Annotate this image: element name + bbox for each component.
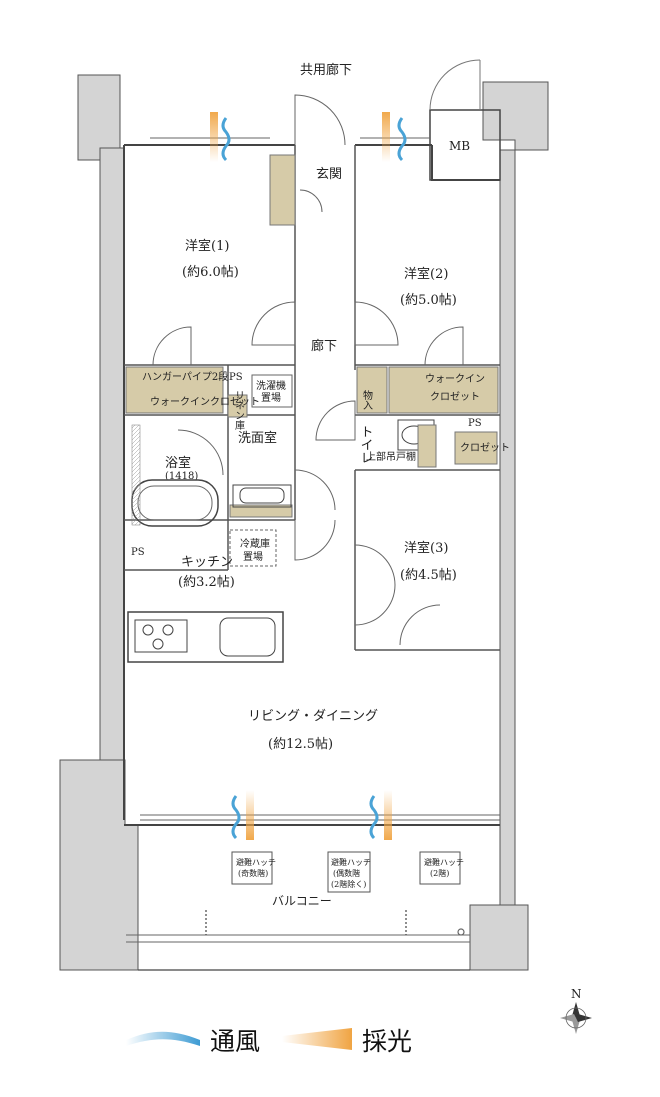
walk-in-closet-1 bbox=[125, 366, 224, 414]
airflow-markers bbox=[210, 112, 407, 840]
corridor-label: 共用廊下 bbox=[300, 62, 352, 78]
daylight-legend-icon bbox=[282, 1028, 352, 1050]
column-top-right bbox=[482, 81, 549, 151]
escape-hatches: 避難ハッチ (奇数階) 避難ハッチ (偶数階 (2階除く) 避難ハッチ (2階) bbox=[231, 851, 464, 893]
storage-label: 物入 bbox=[361, 389, 373, 410]
kitchen-name: キッチン bbox=[181, 555, 233, 570]
mb-label: MB bbox=[449, 139, 470, 153]
closets bbox=[125, 154, 499, 518]
linen-storage bbox=[227, 394, 248, 418]
hatch-3 bbox=[419, 851, 461, 885]
washer-space bbox=[251, 374, 293, 408]
washer-label-2: 置場 bbox=[261, 391, 281, 404]
kitchen-size: (約3.2帖) bbox=[178, 575, 235, 590]
closet-3 bbox=[454, 431, 498, 465]
toilet-fixture bbox=[397, 419, 437, 468]
toilet-name: トイレ bbox=[358, 425, 373, 464]
hatch-3-l1: 避難ハッチ bbox=[424, 857, 464, 867]
wall-left-upper bbox=[99, 147, 125, 761]
entrance-label: 玄関 bbox=[316, 167, 342, 182]
balcony-outline bbox=[138, 910, 470, 971]
hatch-1-l1: 避難ハッチ bbox=[236, 857, 276, 867]
fridge-label-1: 冷蔵庫 bbox=[240, 537, 270, 550]
washbasin bbox=[232, 484, 292, 508]
ps-washroom: PS bbox=[229, 372, 243, 383]
fridge-label-2: 置場 bbox=[243, 550, 263, 563]
hallway-label: 廊下 bbox=[311, 338, 337, 354]
shoe-box bbox=[269, 154, 296, 226]
hatch-1-l2: (奇数階) bbox=[238, 868, 268, 878]
washroom-name: 洗面室 bbox=[238, 430, 277, 446]
hatch-2-l3: (2階除く) bbox=[331, 879, 366, 889]
balcony-name: バルコニー bbox=[272, 894, 332, 908]
bathtub bbox=[131, 424, 219, 527]
column-top-left bbox=[77, 74, 121, 161]
walk-in-closet-2 bbox=[388, 366, 499, 414]
hatch-3-l2: (2階) bbox=[430, 868, 449, 878]
closet-label: クロゼット bbox=[460, 442, 510, 454]
ps-kitchen: PS bbox=[131, 547, 145, 558]
column-bottom-right bbox=[469, 904, 529, 971]
wic1-label: ウォークインクロゼット bbox=[150, 396, 260, 408]
washroom-counter bbox=[229, 504, 293, 518]
linen-label: リネン庫 bbox=[233, 390, 245, 431]
western3-name: 洋室(3) bbox=[404, 540, 448, 556]
mb-box: MB bbox=[429, 59, 501, 181]
legend bbox=[126, 1028, 352, 1050]
kitchen-counter bbox=[127, 611, 284, 663]
western1-name: 洋室(1) bbox=[185, 238, 229, 254]
labels: 共用廊下 玄関 廊下 洋室(1) (約6.0帖) 洋室(2) (約5.0帖) 洋… bbox=[131, 62, 510, 908]
storage bbox=[356, 366, 388, 414]
wic2-bottom: クロゼット bbox=[430, 391, 480, 403]
western1-size: (約6.0帖) bbox=[182, 265, 239, 280]
bath-name: 浴室 bbox=[165, 455, 191, 471]
living-name: リビング・ダイニング bbox=[248, 709, 378, 724]
washer-label-1: 洗濯機 bbox=[256, 379, 286, 392]
wall-right bbox=[499, 149, 516, 906]
hanger-label: ハンガーパイプ2段 bbox=[142, 370, 228, 383]
column-bottom-left bbox=[59, 759, 139, 971]
doors bbox=[152, 94, 464, 646]
western2-name: 洋室(2) bbox=[404, 266, 448, 282]
daylight-legend-label: 採光 bbox=[362, 1027, 413, 1056]
windows bbox=[126, 137, 500, 943]
ventilation-legend-label: 通風 bbox=[210, 1027, 261, 1056]
compass-north-label: N bbox=[571, 987, 582, 1001]
ventilation-legend-icon bbox=[126, 1031, 200, 1046]
fridge-space bbox=[229, 529, 277, 567]
western2-size: (約5.0帖) bbox=[400, 293, 457, 308]
hatch-2-l2: (偶数階 bbox=[333, 868, 360, 878]
bath-size: (1418) bbox=[165, 471, 198, 482]
hatch-2-l1: 避難ハッチ bbox=[331, 857, 371, 867]
structural-columns bbox=[59, 74, 549, 971]
hatch-2 bbox=[327, 851, 371, 893]
toilet-note: 上部吊戸棚 bbox=[366, 450, 416, 463]
hatch-1 bbox=[231, 851, 273, 885]
ps-toilet: PS bbox=[468, 418, 482, 429]
living-size: (約12.5帖) bbox=[268, 737, 333, 752]
compass: N bbox=[560, 987, 592, 1034]
wic2-top: ウォークイン bbox=[425, 373, 485, 385]
western3-size: (約4.5帖) bbox=[400, 568, 457, 583]
